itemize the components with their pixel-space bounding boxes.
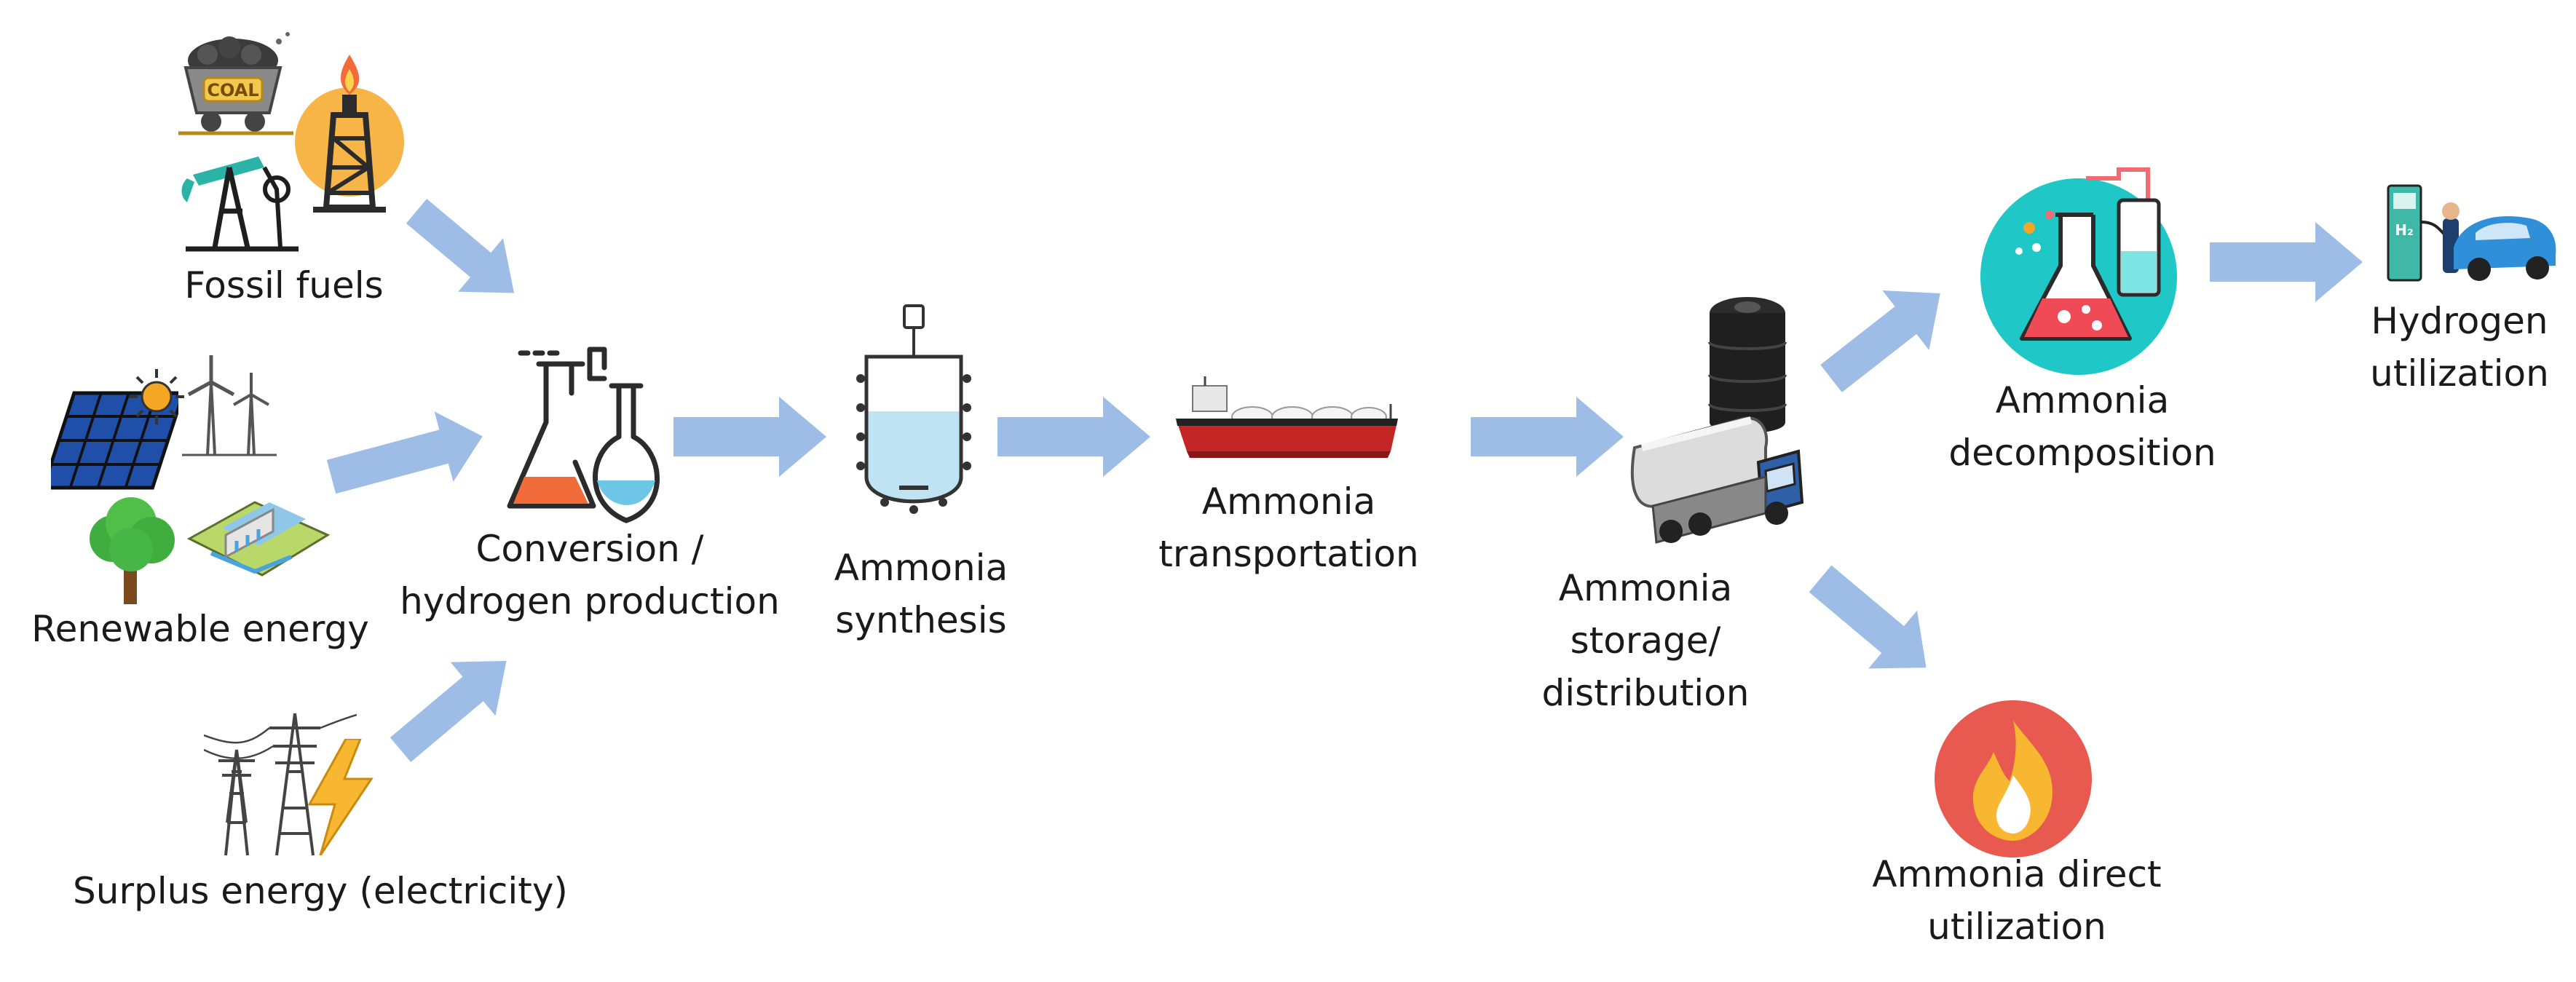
label-ammonia-transportation: Ammonia transportation	[1158, 480, 1419, 575]
coal-cart-icon: COAL	[178, 32, 293, 135]
arrow-synthesis-to-transport	[997, 397, 1150, 477]
lightning-icon	[307, 739, 374, 855]
arrow-storage-to-direct-use	[1809, 565, 1927, 669]
arrow-renewable-to-conversion	[326, 411, 483, 494]
sun-icon	[129, 369, 184, 424]
gas-flare-icon	[295, 55, 404, 213]
tanker-ship-icon	[1176, 376, 1398, 458]
svg-text:H₂: H₂	[2395, 221, 2414, 239]
label-ammonia-synthesis: Ammonia synthesis	[834, 547, 1008, 641]
wind-turbine-icon	[182, 355, 277, 456]
label-conversion: Conversion / hydrogen production	[400, 528, 780, 622]
fire-icon	[1935, 700, 2092, 858]
arrow-storage-to-decomposition	[1820, 290, 1940, 392]
tanker-truck-icon	[1630, 416, 1804, 544]
arrow-surplus-to-conversion	[390, 660, 507, 762]
oil-pump-icon	[181, 157, 299, 252]
solar-panel-icon	[51, 391, 178, 490]
label-ammonia-decomposition: Ammonia decomposition	[1948, 379, 2216, 474]
storage-tank-icon	[1708, 297, 1787, 433]
label-hydrogen-utilization: Hydrogen utilization	[2370, 300, 2549, 395]
label-surplus-energy: Surplus energy (electricity)	[73, 870, 568, 912]
label-ammonia-storage: Ammonia storage/ distribution	[1541, 567, 1750, 714]
svg-text:COAL: COAL	[207, 80, 258, 100]
power-tower-icon	[204, 713, 357, 856]
arrow-conversion-to-synthesis	[673, 397, 826, 477]
tree-icon	[90, 497, 175, 604]
arrow-transport-to-storage	[1471, 397, 1624, 477]
hydro-dam-icon	[186, 501, 331, 577]
label-fossil-fuels: Fossil fuels	[184, 264, 384, 306]
arrow-decomposition-to-hydrogen-use	[2210, 222, 2363, 302]
label-renewable-energy: Renewable energy	[31, 608, 369, 650]
label-ammonia-direct-utilization: Ammonia direct utilization	[1872, 853, 2162, 948]
lab-flasks-icon	[507, 347, 660, 523]
reactor-vessel-icon	[856, 304, 971, 514]
decomposition-flask-icon	[1980, 167, 2177, 375]
car-charging-icon: H₂	[2387, 184, 2556, 282]
arrow-fossil-to-conversion	[406, 199, 515, 293]
